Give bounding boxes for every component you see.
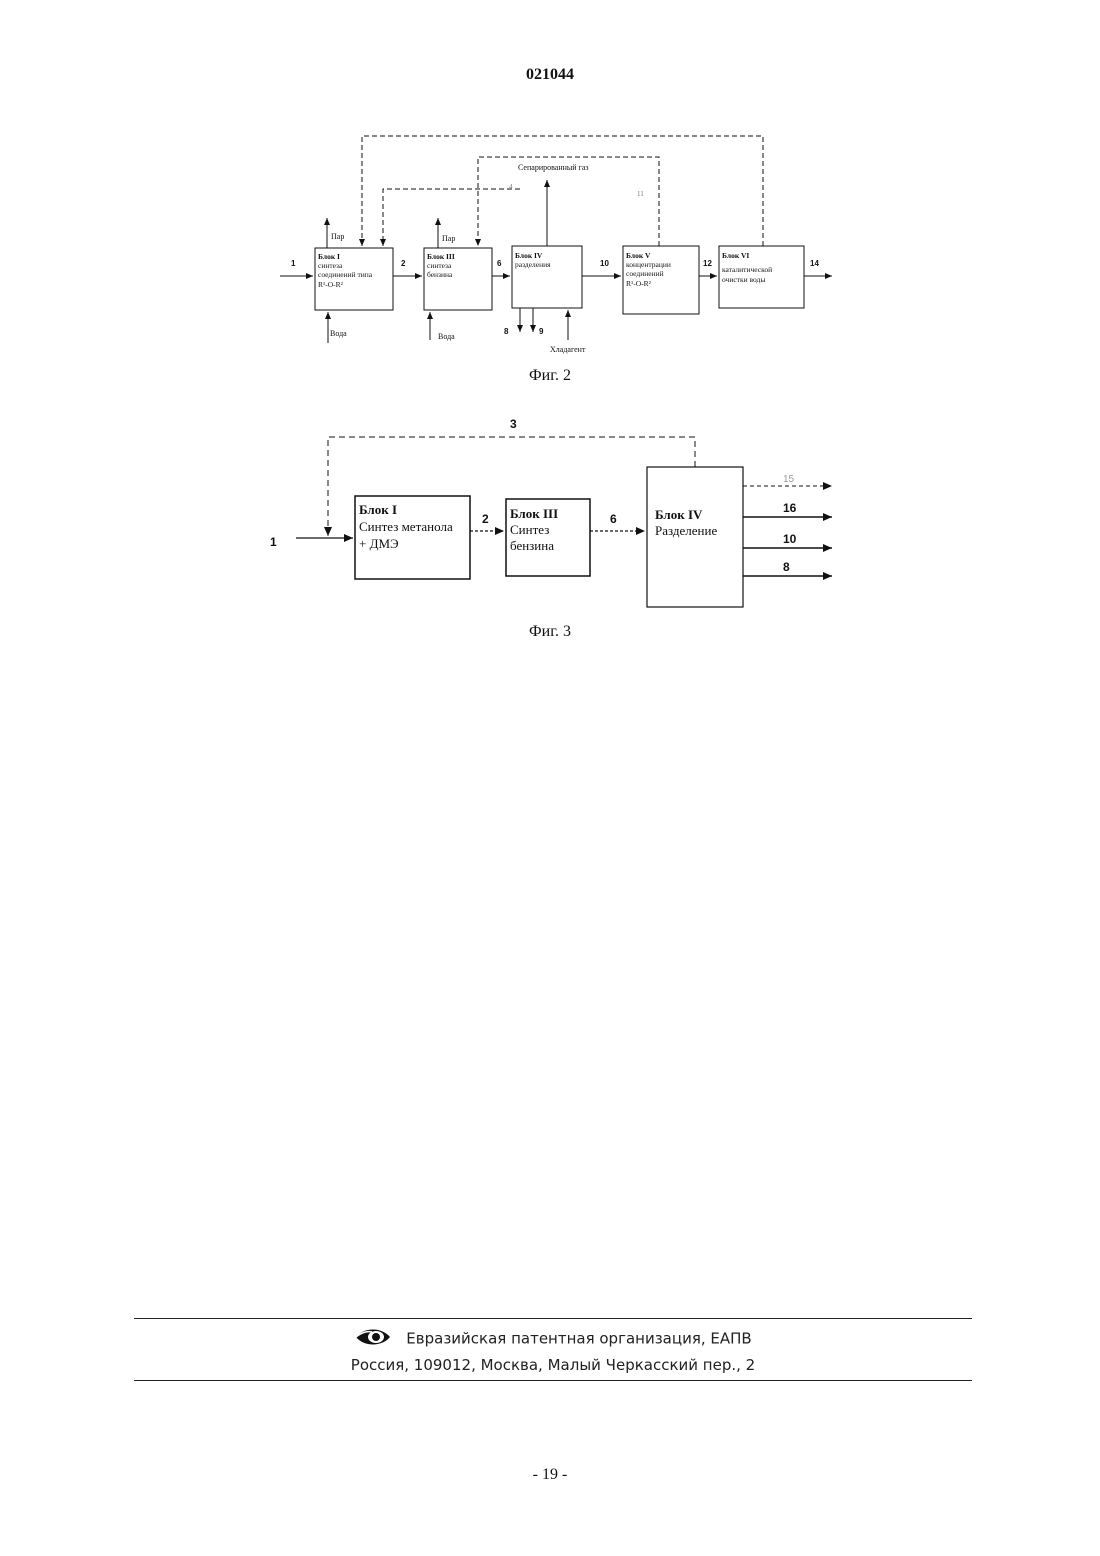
- fig2-coolant-label: Хладагент: [550, 345, 586, 354]
- footer-bottom-rule: [134, 1380, 972, 1381]
- eapo-logo-icon: [354, 1326, 392, 1352]
- fig2-stream-6: 6: [497, 259, 502, 268]
- fig2-steam-label-1: Пар: [331, 232, 344, 241]
- fig3-stream-1: 1: [270, 535, 277, 549]
- fig2-block-6-text: Блок VI каталитической очистки воды: [722, 251, 774, 284]
- fig3-stream-2: 2: [482, 512, 489, 526]
- fig2-water-label-1: Вода: [330, 329, 347, 338]
- fig2-stream-14: 14: [810, 259, 819, 268]
- fig2-stream-1: 1: [291, 259, 296, 268]
- fig2-stream-8: 8: [504, 327, 509, 336]
- footer-org-name: Евразийская патентная организация, ЕАПВ: [406, 1330, 751, 1348]
- fig3-stream-10: 10: [783, 532, 797, 546]
- fig2-stream-4: 4: [509, 183, 513, 191]
- fig3-stream-3: 3: [510, 417, 517, 431]
- page-number: - 19 -: [0, 1466, 1100, 1484]
- fig2-stream-2: 2: [401, 259, 406, 268]
- fig2-block-1-text: Блок I синтеза соединений типа R¹-O-R²: [318, 252, 374, 289]
- fig2-stream-12: 12: [703, 259, 712, 268]
- footer-address: Россия, 109012, Москва, Малый Черкасский…: [134, 1356, 972, 1374]
- fig2-separated-gas-label: Сепарированный газ: [518, 163, 589, 172]
- fig3-stream-15: 15: [783, 474, 795, 485]
- fig3-block-3-text: Блок III Синтез бензина: [510, 506, 561, 553]
- fig3-stream-6: 6: [610, 512, 617, 526]
- figure-3-diagram: 1 2 6 3 16 10 8 15 Блок I Синтез метанол…: [0, 400, 1100, 620]
- fig2-water-label-3: Вода: [438, 332, 455, 341]
- figure-2-diagram: Сепарированный газ 4 11 Пар Пар Вода Вод…: [0, 0, 1100, 400]
- fig2-stream-10: 10: [600, 259, 609, 268]
- fig2-steam-label-3: Пар: [442, 234, 455, 243]
- fig3-block-1-text: Блок I Синтез метанола + ДМЭ: [359, 502, 456, 551]
- fig2-block-3-text: Блок III синтеза бензина: [427, 252, 457, 279]
- fig2-block-4-text: Блок IV разделения: [515, 251, 551, 269]
- footer-top-rule: [134, 1318, 972, 1319]
- figure-2-caption: Фиг. 2: [0, 367, 1100, 385]
- fig2-stream-9: 9: [539, 327, 544, 336]
- fig3-block-4-text: Блок IV Разделение: [655, 507, 717, 538]
- footer-org-line: Евразийская патентная организация, ЕАПВ: [134, 1326, 972, 1352]
- fig2-stream-11: 11: [637, 190, 644, 198]
- fig2-block-5-text: Блок V концентрации соединений R¹-O-R²: [626, 251, 673, 288]
- fig3-stream-8: 8: [783, 560, 790, 574]
- fig3-stream-16: 16: [783, 501, 797, 515]
- figure-3-caption: Фиг. 3: [0, 623, 1100, 641]
